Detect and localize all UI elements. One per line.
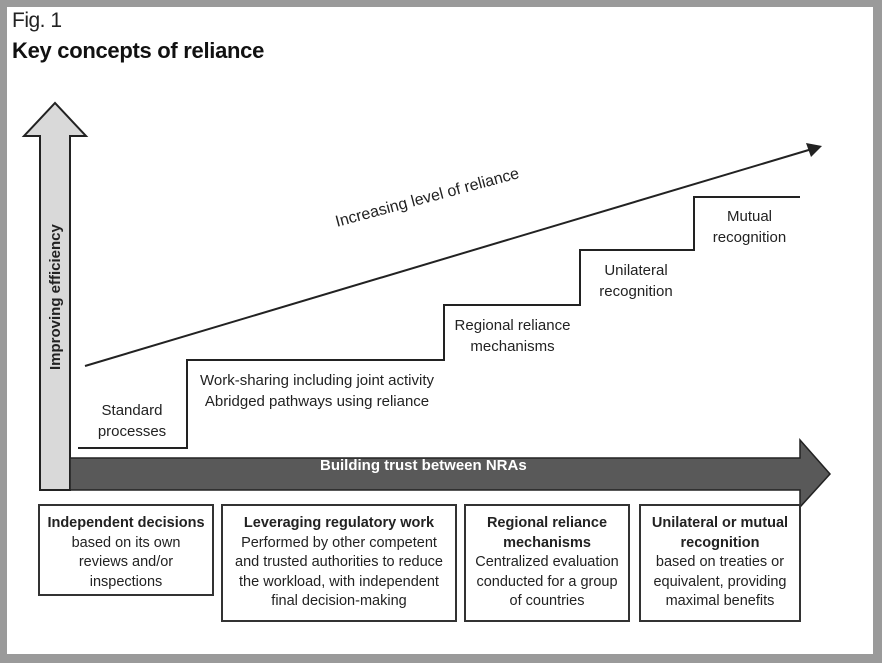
trend-arrowhead [806, 143, 822, 157]
box-title: Regional reliance [486, 515, 608, 531]
box-title: Unilateral or mutual [651, 515, 789, 531]
trend-arrow-line [84, 148, 813, 367]
y-axis-label: Improving efficiency [47, 224, 64, 370]
x-axis-arrow [69, 438, 832, 509]
x-axis-label: Building trust between NRAs [320, 457, 527, 474]
y-axis-arrow [21, 101, 89, 491]
figure-title: Key concepts of reliance [12, 38, 265, 63]
box-leveraging-regulatory-work: Leveraging regulatory work Performed by … [221, 504, 457, 622]
box-independent-decisions: Independent decisions based on its own r… [38, 504, 214, 596]
box-regional-reliance: Regional reliance mechanisms Centralized… [464, 504, 630, 622]
step-label-mutual: Mutual recognition [712, 208, 787, 246]
staircase-line [78, 196, 800, 449]
step-label-standard: Standard processes [97, 402, 167, 440]
step-label-work-sharing: Work-sharing including joint activity Ab… [200, 372, 434, 410]
step-label-regional: Regional reliance mechanisms [454, 317, 571, 355]
box-title: Leveraging regulatory work [243, 515, 435, 531]
figure-label: Fig. 1 [12, 9, 62, 32]
step-label-unilateral: Unilateral recognition [599, 262, 673, 300]
box-unilateral-mutual-recognition: Unilateral or mutual recognition based o… [639, 504, 801, 622]
box-title: Independent decisions [47, 515, 205, 531]
